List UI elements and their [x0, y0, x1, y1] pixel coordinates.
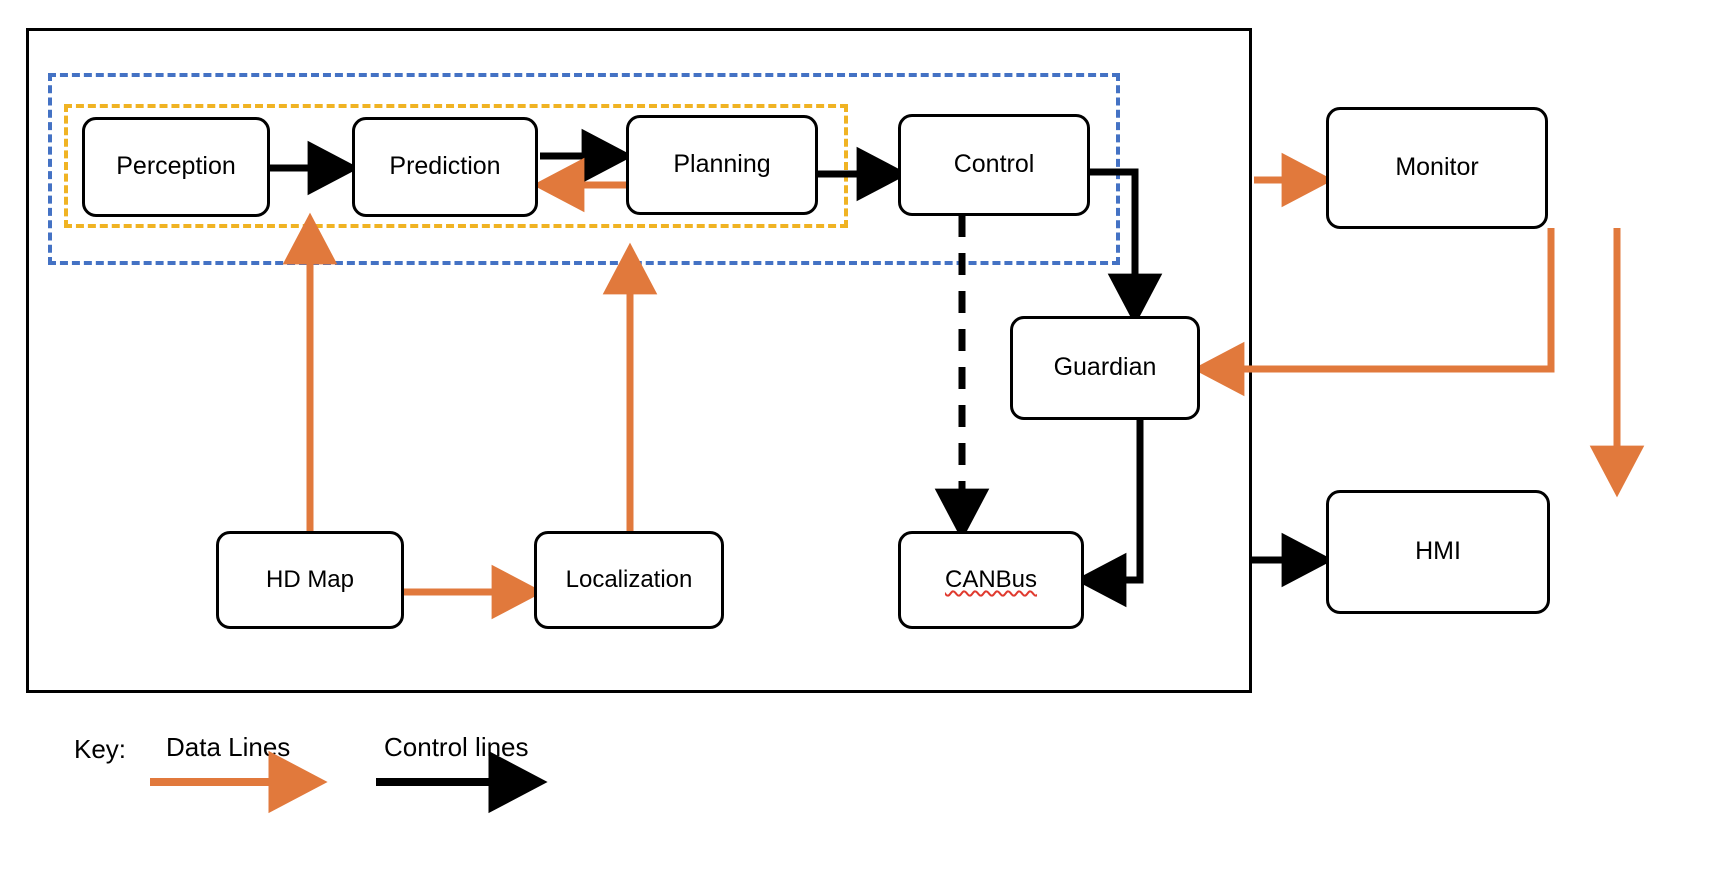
node-guardian-label: Guardian — [1053, 353, 1157, 382]
node-hd-map[interactable]: HD Map — [216, 531, 404, 629]
node-control[interactable]: Control — [898, 114, 1090, 216]
node-localization-label: Localization — [565, 565, 693, 593]
node-control-label: Control — [953, 150, 1035, 179]
legend: Key: Data Lines Control lines — [0, 718, 1732, 882]
legend-key-label: Key: — [74, 734, 127, 764]
node-hmi-label: HMI — [1415, 537, 1461, 566]
node-perception-label: Perception — [116, 152, 236, 181]
node-canbus[interactable]: CANBus — [898, 531, 1084, 629]
node-hmi[interactable]: HMI — [1326, 490, 1550, 614]
legend-arrows — [150, 750, 548, 814]
node-perception[interactable]: Perception — [82, 117, 270, 217]
node-monitor-label: Monitor — [1395, 153, 1479, 182]
node-prediction-label: Prediction — [389, 152, 501, 181]
node-localization[interactable]: Localization — [534, 531, 724, 629]
node-hd-map-label: HD Map — [265, 565, 355, 593]
group-frame-gold — [64, 104, 848, 228]
node-canbus-label: CANBus — [944, 565, 1038, 593]
node-monitor[interactable]: Monitor — [1326, 107, 1548, 229]
node-planning-label: Planning — [673, 150, 771, 179]
node-planning[interactable]: Planning — [626, 115, 818, 215]
node-prediction[interactable]: Prediction — [352, 117, 538, 217]
edge-monitor-to-guardian — [1192, 228, 1555, 397]
node-guardian[interactable]: Guardian — [1010, 316, 1200, 420]
